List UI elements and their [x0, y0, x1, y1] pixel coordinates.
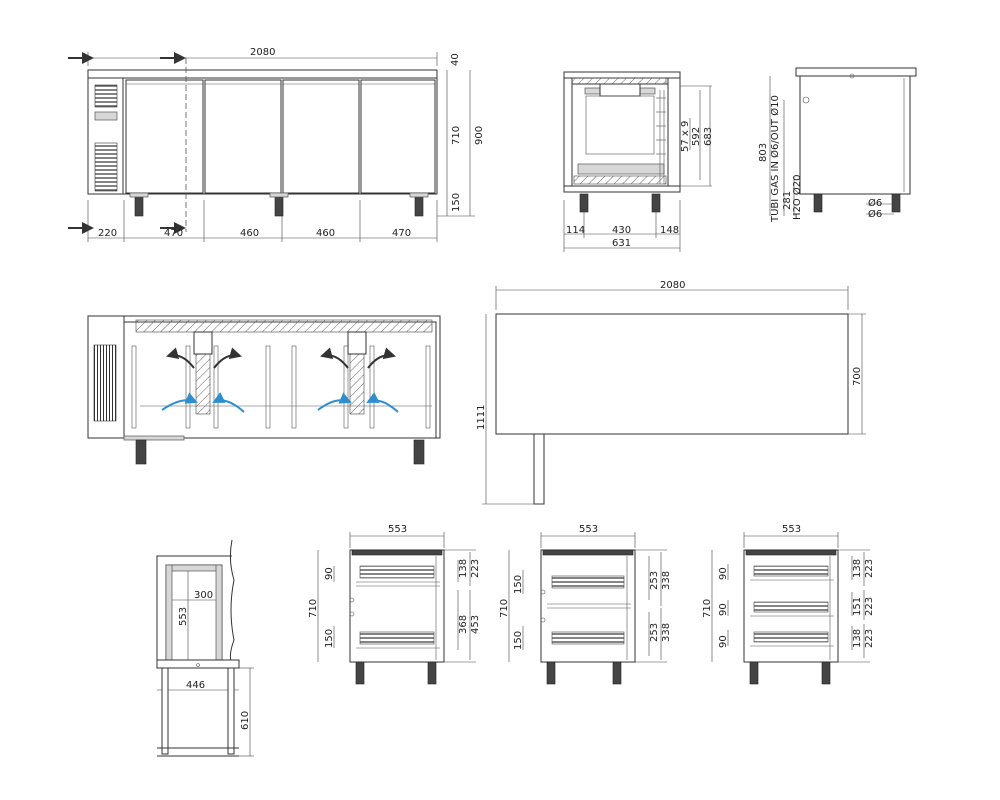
- section-a-drawer-1-total: 223: [470, 559, 481, 578]
- section-a-gap-bottom: 150: [324, 629, 335, 648]
- section-b-drawer-1: 253: [649, 571, 660, 590]
- drawer-section-b: 553 710 150 150 253 338 253 338: [499, 524, 672, 685]
- plan-view: 2080 1111 700: [476, 280, 866, 505]
- segment-width-4: 460: [316, 228, 335, 239]
- section-c-gap-3: 90: [718, 635, 729, 648]
- front-view: 2080 40 710: [68, 47, 485, 242]
- shelf-uprights: [131, 345, 431, 429]
- overall-height-label: 900: [474, 126, 485, 145]
- section-c-drawer-1: 138: [852, 559, 863, 578]
- shelf-supports: [656, 90, 666, 184]
- shelf-pitch-label: 57 x 9: [680, 121, 691, 152]
- section-b-height: 710: [499, 599, 510, 618]
- section-a-drawer-2: 368: [458, 615, 469, 634]
- side-height-label: 803: [758, 143, 769, 162]
- segment-width-3: 460: [240, 228, 259, 239]
- gas-inlet: [802, 96, 810, 104]
- inner-height-label: 592: [691, 127, 702, 146]
- tray-inner-width: 300: [194, 590, 213, 601]
- segment-width-5: 470: [392, 228, 411, 239]
- segment-width-2: 470: [164, 228, 183, 239]
- gas-height-label: 281: [782, 191, 793, 210]
- top-thickness-label: 40: [450, 53, 461, 66]
- door-4: [360, 79, 436, 194]
- tray-leg-height: 610: [240, 711, 251, 730]
- section-a-height: 710: [308, 599, 319, 618]
- section-c-gap-2: 90: [718, 603, 729, 616]
- section-c-gap-1: 90: [718, 567, 729, 580]
- compartment-height-label: 710: [451, 126, 462, 145]
- tray-detail: 300 553 446 610: [156, 539, 254, 757]
- section-b-drawer-2: 253: [649, 623, 660, 642]
- gas-pipe-label: TUBI GAS IN Ø6/OUT Ø10: [769, 95, 781, 223]
- drawer-section-a: 553 710 90 150 138 223 368 453: [308, 524, 481, 685]
- section-b-width: 553: [579, 524, 598, 535]
- pipe-out-label: Ø6: [868, 208, 882, 220]
- drawer-section-c: 553 710 90 90 90 138 223 151 223 138 223: [702, 524, 875, 685]
- section-a-width: 553: [388, 524, 407, 535]
- section-c-drawer-3: 138: [852, 629, 863, 648]
- control-panel: [94, 111, 118, 121]
- upper-vent-grille: [94, 84, 118, 108]
- plan-width-label: 2080: [660, 280, 685, 291]
- door-1: [125, 79, 204, 194]
- section-b-gap-top: 150: [513, 575, 524, 594]
- side-vent: [93, 344, 117, 422]
- water-pipe-label: H2O Ø20: [791, 174, 803, 220]
- section-c-height: 710: [702, 599, 713, 618]
- inner-height-total-label: 683: [703, 127, 714, 146]
- plan-depth-label: 700: [852, 367, 863, 386]
- pipe-in-label: Ø6: [868, 197, 882, 209]
- depth-segment-3: 148: [660, 225, 679, 236]
- section-a-drawer-2-total: 453: [470, 615, 481, 634]
- section-b-drawer-1-total: 338: [661, 571, 672, 590]
- depth-segment-2: 430: [612, 225, 631, 236]
- segment-width-1: 220: [98, 228, 117, 239]
- side-view: 803 TUBI GAS IN Ø6/OUT Ø10 281 H2O Ø20 Ø…: [758, 67, 917, 223]
- section-a-gap-top: 90: [324, 567, 335, 580]
- section-b-drawer-2-total: 338: [661, 623, 672, 642]
- tray-inner-height: 553: [178, 607, 189, 626]
- section-c-width: 553: [782, 524, 801, 535]
- overall-depth-label: 631: [612, 238, 631, 249]
- section-a-drawer-1: 138: [458, 559, 469, 578]
- section-b-gap-bottom: 150: [513, 631, 524, 650]
- plan-total-depth-label: 1111: [476, 405, 487, 430]
- interior-section-view: [87, 315, 441, 465]
- lower-vent-grille: [94, 142, 118, 192]
- depth-segment-1: 114: [566, 225, 585, 236]
- door-2: [204, 79, 282, 194]
- section-c-drawer-3-total: 223: [864, 629, 875, 648]
- leg-height-label: 150: [451, 193, 462, 212]
- overall-width-label: 2080: [250, 47, 275, 58]
- tray-outer-width: 446: [186, 680, 205, 691]
- side-section-view: 57 x 9 592 683 114 430 148 631: [563, 71, 714, 252]
- section-c-drawer-2-total: 223: [864, 597, 875, 616]
- door-3: [282, 79, 360, 194]
- section-c-drawer-2: 151: [852, 597, 863, 616]
- section-c-drawer-1-total: 223: [864, 559, 875, 578]
